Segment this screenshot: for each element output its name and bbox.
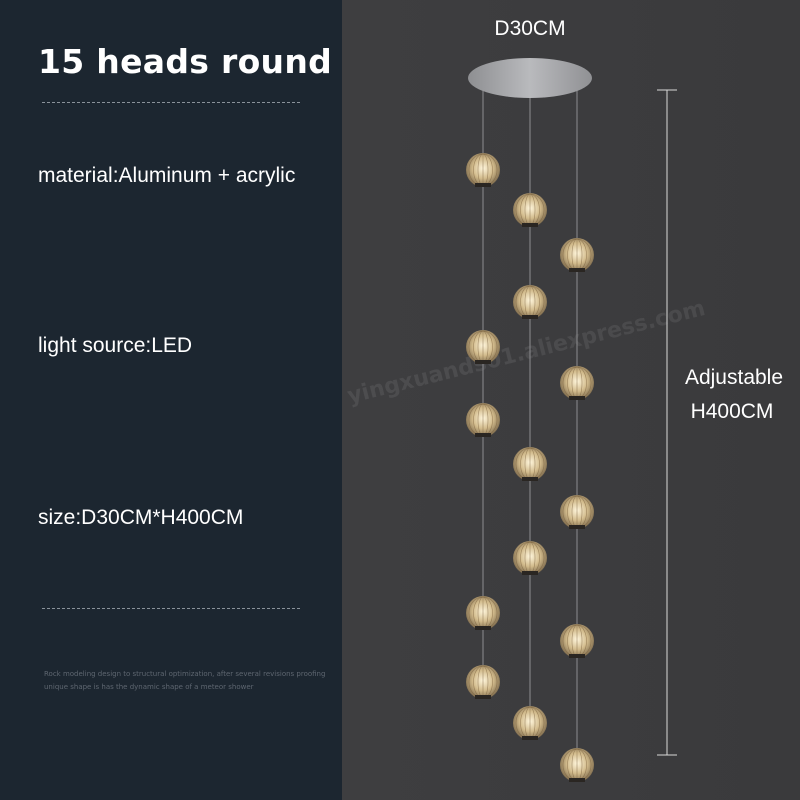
- globe-pendant: [466, 403, 500, 437]
- globe-pendant: [466, 665, 500, 699]
- globe-pendant: [560, 624, 594, 658]
- globe-pendant: [560, 495, 594, 529]
- globe-pendant: [466, 596, 500, 630]
- ceiling-canopy: [468, 58, 592, 98]
- height-label-line-2: H400CM: [690, 400, 774, 423]
- divider-top: [42, 102, 300, 103]
- spec-light-source: light source:LED: [38, 334, 193, 357]
- globe-pendant: [466, 330, 500, 364]
- globe-pendant: [466, 153, 500, 187]
- description-line-2: unique shape is has the dynamic shape of…: [44, 683, 254, 691]
- globe-pendant: [560, 366, 594, 400]
- left-info-panel: [0, 0, 342, 800]
- globe-pendant: [513, 285, 547, 319]
- divider-bottom: [42, 608, 300, 609]
- product-title: 15 heads round: [38, 42, 333, 81]
- globe-pendant: [513, 541, 547, 575]
- height-label-line-1: Adjustable: [684, 366, 784, 389]
- diameter-label: D30CM: [494, 17, 566, 40]
- spec-material: material:Aluminum + acrylic: [38, 164, 296, 187]
- globe-pendant: [513, 706, 547, 740]
- globe-pendant: [513, 193, 547, 227]
- globe-pendant: [560, 748, 594, 782]
- globe-pendant: [560, 238, 594, 272]
- spec-size: size:D30CM*H400CM: [38, 506, 244, 529]
- globe-pendant: [513, 447, 547, 481]
- description-line-1: Rock modeling design to structural optim…: [44, 670, 326, 678]
